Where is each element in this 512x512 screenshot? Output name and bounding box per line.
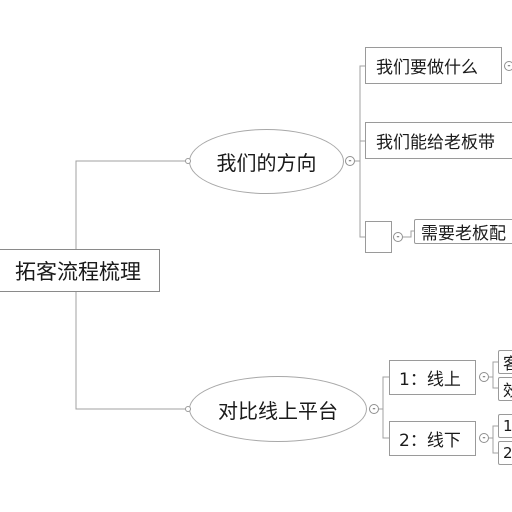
branch-topic-direction[interactable]: 我们的方向 xyxy=(189,129,344,194)
leaf-offline-2-label: 2 xyxy=(503,444,512,462)
connector-branch1-child3 xyxy=(359,161,365,238)
connector-anchor-dot xyxy=(185,406,191,412)
root-topic[interactable]: 拓客流程梳理 xyxy=(0,249,160,292)
leaf-online-2-label: 效 xyxy=(503,378,512,400)
leaf-offline-2[interactable]: 2 xyxy=(498,441,512,465)
subtopic-online-label: 1：线上 xyxy=(399,370,461,390)
connector-sub1-leaf1 xyxy=(489,361,498,378)
leaf-offline-1-label: 1 xyxy=(503,417,512,435)
branch-topic-direction-label: 我们的方向 xyxy=(216,151,317,175)
collapse-toggle-icon[interactable]: - xyxy=(479,372,489,382)
connector-anchor-dot xyxy=(185,158,191,164)
connector-branch2-sub2 xyxy=(382,409,389,439)
collapse-toggle-icon[interactable]: - xyxy=(504,61,512,71)
connector-root-branch1 xyxy=(75,160,189,249)
connector-branch2-sub1 xyxy=(378,376,389,410)
subtopic-offline-label: 2：线下 xyxy=(399,431,461,451)
connector-sub2-leaf2 xyxy=(492,438,498,454)
subtopic-online[interactable]: 1：线上 xyxy=(389,360,476,395)
collapse-toggle-icon[interactable]: - xyxy=(393,232,403,242)
topic-what-we-do-label: 我们要做什么 xyxy=(376,58,478,78)
collapse-toggle-icon[interactable]: - xyxy=(479,433,489,443)
branch-topic-compare-online[interactable]: 对比线上平台 xyxy=(189,376,367,442)
leaf-online-1[interactable]: 客 xyxy=(498,350,512,374)
topic-empty[interactable] xyxy=(365,221,392,253)
leaf-offline-1[interactable]: 1 xyxy=(498,414,512,438)
collapse-toggle-icon[interactable]: - xyxy=(369,404,379,414)
topic-needs-boss-cooperation-label: 需要老板配 xyxy=(421,224,506,244)
leaf-online-2[interactable]: 效 xyxy=(498,377,512,401)
connector-branch1-child1 xyxy=(355,65,365,162)
connector-child3-child4 xyxy=(403,230,414,238)
topic-value-for-boss[interactable]: 我们能给老板带 xyxy=(365,122,512,159)
connector-sub1-leaf2 xyxy=(492,377,498,389)
leaf-online-1-label: 客 xyxy=(503,351,512,373)
topic-what-we-do[interactable]: 我们要做什么 xyxy=(365,47,502,84)
topic-value-for-boss-label: 我们能给老板带 xyxy=(376,133,495,153)
root-topic-label: 拓客流程梳理 xyxy=(15,259,141,284)
connector-root-branch2 xyxy=(75,292,189,410)
branch-topic-compare-online-label: 对比线上平台 xyxy=(218,398,338,423)
collapse-toggle-icon[interactable]: - xyxy=(345,156,355,166)
connector-sub2-leaf1 xyxy=(489,425,498,439)
subtopic-offline[interactable]: 2：线下 xyxy=(389,421,476,456)
topic-needs-boss-cooperation[interactable]: 需要老板配 xyxy=(414,219,512,244)
